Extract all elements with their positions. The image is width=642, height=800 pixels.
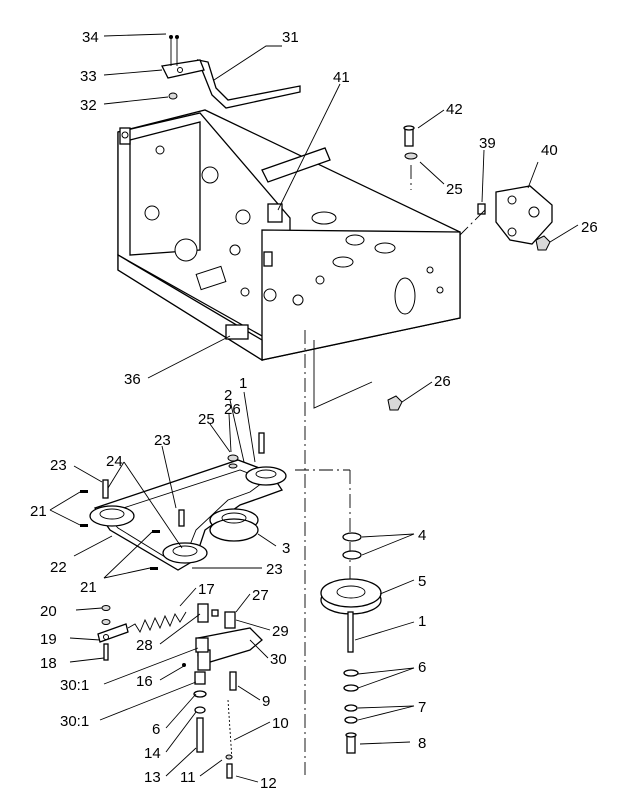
callout-23-right: 23: [266, 561, 283, 578]
callout-30-1-top: 30:1: [60, 677, 89, 694]
callout-2: 2: [224, 387, 232, 404]
callout-6-bottom: 6: [152, 721, 160, 738]
callout-33: 33: [80, 68, 97, 85]
callout-14: 14: [144, 745, 161, 762]
callout-40: 40: [541, 142, 558, 159]
callout-26-mid: 26: [434, 373, 451, 390]
bolt-42-assembly: [403, 125, 418, 190]
callout-8: 8: [418, 735, 426, 752]
callout-13: 13: [144, 769, 161, 786]
belt-pulley-assembly: [80, 432, 287, 571]
callout-10: 10: [272, 715, 289, 732]
callout-27: 27: [252, 587, 269, 604]
callout-39: 39: [479, 135, 496, 152]
callout-42: 42: [446, 101, 463, 118]
callout-7: 7: [418, 699, 426, 716]
right-pulley-stack: [320, 532, 382, 754]
plate-40-assembly: [459, 185, 553, 251]
callout-29: 29: [272, 623, 289, 640]
callout-3: 3: [282, 540, 290, 557]
callout-31: 31: [282, 29, 299, 46]
callout-11: 11: [180, 769, 196, 786]
callout-20: 20: [40, 603, 57, 620]
callout-26-top: 26: [581, 219, 598, 236]
callout-21-top: 21: [30, 503, 47, 520]
callout-22: 22: [50, 559, 67, 576]
callout-24: 24: [106, 453, 123, 470]
callout-21-bottom: 21: [80, 579, 97, 596]
callout-30: 30: [270, 651, 287, 668]
callout-17: 17: [198, 581, 215, 598]
callout-9: 9: [262, 693, 270, 710]
callout-4: 4: [418, 527, 426, 544]
callout-30-1-bottom: 30:1: [60, 713, 89, 730]
callout-6-top: 6: [418, 659, 426, 676]
control-rod-assembly: [161, 35, 301, 109]
callout-32: 32: [80, 97, 97, 114]
callout-28: 28: [136, 637, 153, 654]
callout-41: 41: [333, 69, 350, 86]
callout-36: 36: [124, 371, 141, 388]
callout-26-belt: 26: [224, 401, 241, 418]
callout-23-left: 23: [50, 457, 67, 474]
callout-labels: 34 31 33 32 41 42 39 40 25 26 36 26 1 2 …: [30, 29, 598, 792]
idler-arm-assembly: [97, 603, 263, 779]
callout-1-bottom: 1: [418, 613, 426, 630]
callout-16: 16: [136, 673, 153, 690]
leader-lines: [49, 33, 579, 783]
chassis-frame: [117, 109, 461, 362]
callout-1-top: 1: [239, 375, 247, 392]
callout-25-mid: 25: [198, 411, 215, 428]
callout-18: 18: [40, 655, 57, 672]
callout-34: 34: [82, 29, 99, 46]
callout-5: 5: [418, 573, 426, 590]
callout-12: 12: [260, 775, 277, 792]
callout-23-center: 23: [154, 432, 171, 449]
callout-25-top: 25: [446, 181, 463, 198]
callout-19: 19: [40, 631, 57, 648]
